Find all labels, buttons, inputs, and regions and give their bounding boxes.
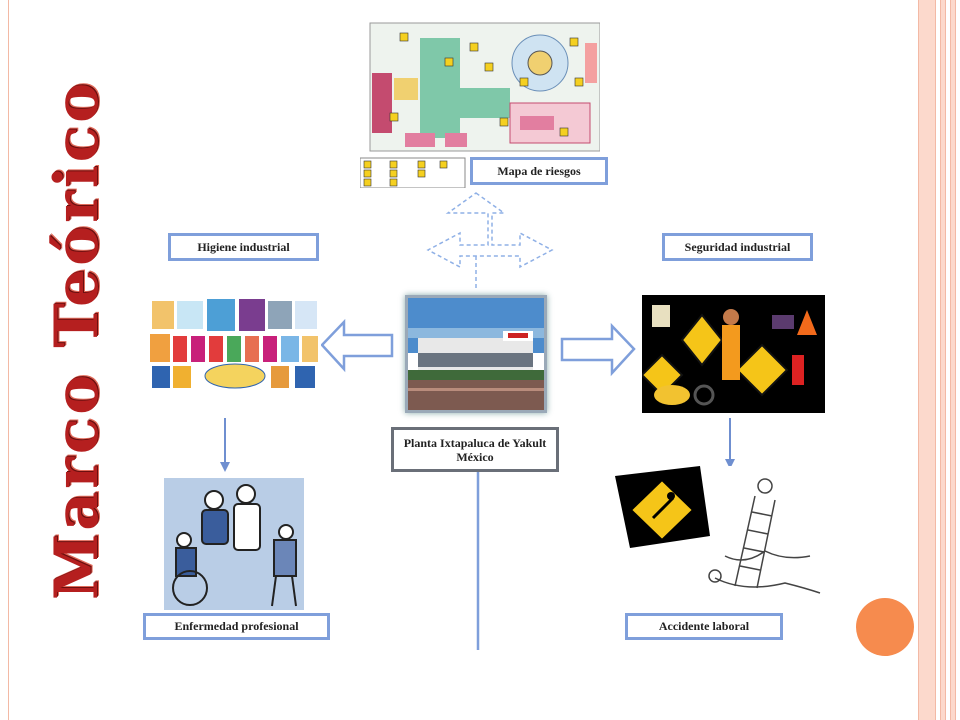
label-seguridad-industrial: Seguridad industrial [662, 233, 813, 261]
right-arrow [560, 322, 636, 377]
label-text: Mapa de riesgos [497, 163, 581, 178]
dashed-multi-arrow [426, 192, 554, 290]
risk-map-image [360, 18, 600, 188]
label-higiene-industrial: Higiene industrial [168, 233, 319, 261]
label-accidente-laboral: Accidente laboral [625, 613, 783, 640]
label-text: Enfermedad profesional [174, 619, 299, 633]
label-text: Planta Ixtapaluca de Yakult México [403, 435, 547, 464]
factory-photo [405, 295, 547, 413]
label-mapa-de-riesgos: Mapa de riesgos [470, 157, 608, 185]
label-text: Seguridad industrial [684, 239, 791, 254]
accent-circle [856, 598, 914, 656]
hygiene-collage-image [147, 296, 321, 392]
label-enfermedad-profesional: Enfermedad profesional [143, 613, 330, 640]
occupational-disease-illustration [164, 478, 304, 610]
work-accident-illustration [615, 466, 827, 610]
right-decorative-stripe-thin [940, 0, 946, 720]
left-border-line [8, 0, 9, 720]
safety-collage-image [642, 295, 825, 413]
right-decorative-stripe [918, 0, 936, 720]
label-text: Accidente laboral [658, 619, 750, 633]
left-arrow [320, 318, 394, 373]
right-decorative-stripe-thin [950, 0, 956, 720]
label-planta-yakult: Planta Ixtapaluca de Yakult México [391, 427, 559, 472]
label-text: Higiene industrial [197, 239, 290, 254]
